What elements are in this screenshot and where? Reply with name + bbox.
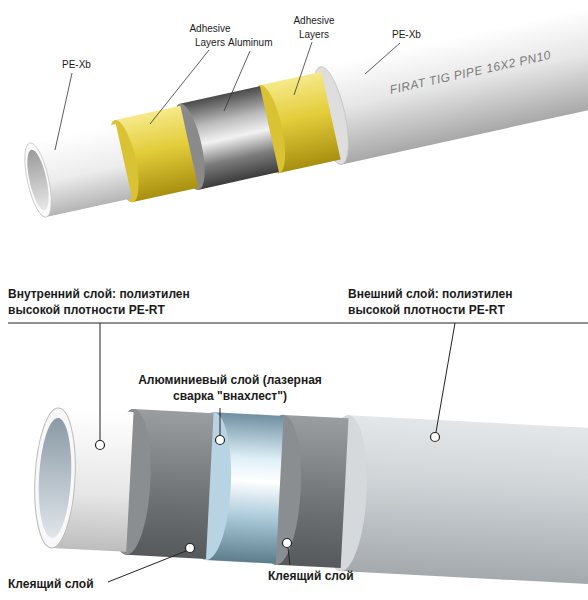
layer-description: Клеящий слой [268,568,354,584]
layer-name: PE-Xb [392,28,421,42]
layer-description: Внешний слой: полиэтилен высокой плотнос… [348,286,553,318]
layer-name: Adhesive Layers [186,22,234,50]
layer-name: Adhesive Layers [290,14,338,42]
leader-lines [55,42,400,150]
layer-description: Внутренний слой: полиэтилен высокой плот… [8,286,223,318]
layer-name: Aluminum [228,36,272,50]
bottom-pipe [31,399,588,588]
layer-description: Алюминиевый слой (лазерная сварка "внахл… [130,372,330,404]
layer-name: PE-Xb [62,58,91,72]
layer-description: Клеящий слой [8,576,94,592]
callout-dots [96,433,440,553]
leader-lines [8,323,588,582]
top-pipe [17,0,588,231]
